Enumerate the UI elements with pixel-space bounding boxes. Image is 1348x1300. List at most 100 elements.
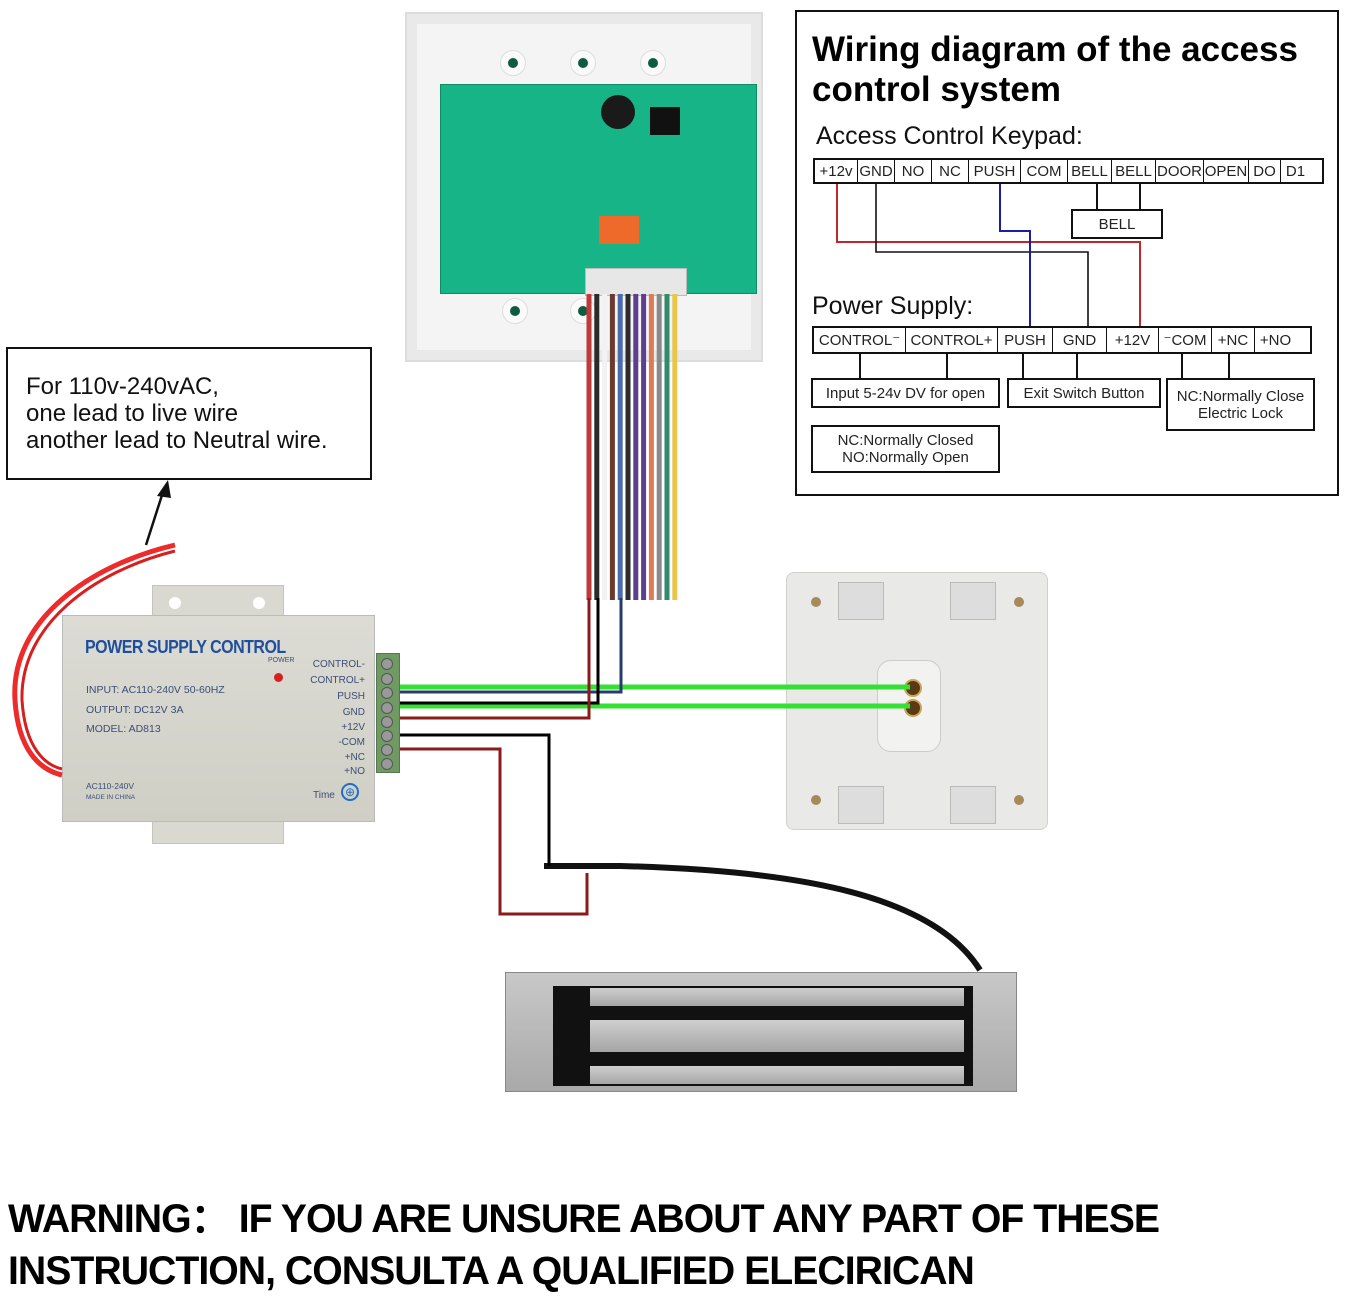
control-input-note: Input 5-24v DV for open (811, 378, 1000, 408)
mount-hole-icon (640, 50, 666, 76)
ic-chip-icon (650, 107, 680, 135)
warning-line-2: INSTRUCTION, CONSULTA A QUALIFIED ELECIR… (8, 1249, 975, 1293)
schematic-wire-push (999, 184, 1031, 326)
psu-made-in: MADE IN CHINA (86, 794, 136, 801)
psu-brand: POWER SUPPLY CONTROL (85, 638, 286, 658)
switch-bracket (950, 582, 996, 620)
keypad-terminal: D1 (1285, 162, 1306, 180)
control-input-text: Input 5-24v DV for open (825, 384, 986, 402)
psu-terminal: CONTROL⁻ (814, 328, 906, 352)
legend-line: NC:Normally Closed (837, 432, 974, 449)
psu-terminal: +NC (1212, 328, 1255, 352)
psu-model: MODEL: AD813 (86, 723, 161, 735)
relay-icon (599, 216, 639, 244)
psu-terminal-row: CONTROL⁻ CONTROL+ PUSH GND +12V ⁻COM +NC… (812, 326, 1312, 354)
screw-hole-icon (811, 795, 821, 805)
keypad-terminal: DO (1249, 160, 1281, 182)
psu-terminal-label: +12V (341, 722, 365, 733)
psu-output-spec: OUTPUT: DC12V 3A (86, 704, 184, 716)
screw-hole-icon (1014, 597, 1024, 607)
psu-terminal-label: GND (342, 707, 365, 718)
mag-lock-plate (590, 1066, 964, 1084)
psu-terminal: CONTROL+ (906, 328, 998, 352)
psu-terminal-label: -COM (338, 737, 365, 748)
lock-note-line: Electric Lock (1197, 404, 1284, 422)
psu-mount-tab-bottom (152, 820, 284, 844)
ac-input-lead (12, 542, 176, 778)
nc-no-legend: NC:Normally Closed NO:Normally Open (811, 425, 1000, 473)
time-label: Time (313, 790, 335, 801)
terminal-screw-icon (381, 687, 393, 699)
psu-terminal-label: CONTROL+ (310, 675, 365, 686)
keypad-section-label: Access Control Keypad: (816, 122, 1083, 150)
psu-terminal-label: PUSH (337, 691, 365, 702)
keypad-terminal: NC (932, 160, 969, 182)
callout-line: another lead to Neutral wire. (26, 427, 328, 454)
psu-terminal-label: +NO (344, 766, 365, 777)
wire-connector (585, 268, 687, 296)
psu-terminal-label: +NC (344, 752, 365, 763)
terminal-screw-icon (381, 730, 393, 742)
bell-label: BELL (1098, 215, 1136, 233)
psu-terminal: +NO (1259, 331, 1292, 349)
psu-terminal: PUSH (998, 328, 1053, 352)
exit-switch-note: Exit Switch Button (1007, 378, 1161, 408)
positive-wire (400, 598, 591, 720)
terminal-screw-icon (381, 744, 393, 756)
keypad-terminal: GND (858, 160, 895, 182)
terminal-screw-icon (381, 702, 393, 714)
terminal-block (376, 653, 400, 773)
power-led-icon (274, 673, 283, 682)
terminal-screw-icon (381, 658, 393, 670)
schematic-title: Wiring diagram of the access control sys… (812, 30, 1298, 109)
psu-section-label: Power Supply: (812, 292, 974, 320)
psu-terminal-label: CONTROL- (312, 659, 365, 670)
terminal-screw-icon (381, 716, 393, 728)
bell-box: BELL (1071, 209, 1163, 239)
lock-note-line: NC:Normally Close (1176, 387, 1305, 405)
mount-hole-icon (500, 50, 526, 76)
switch-bracket (838, 786, 884, 824)
switch-bracket (838, 582, 884, 620)
mount-hole-icon (570, 298, 596, 324)
keypad-terminal: PUSH (969, 160, 1021, 182)
psu-terminal: GND (1053, 328, 1107, 352)
schematic-wire-12v (836, 184, 1141, 326)
push-wire (400, 598, 623, 694)
warning-line-1: WARNING： IF YOU ARE UNSURE ABOUT ANY PAR… (8, 1197, 1160, 1241)
switch-bracket (950, 786, 996, 824)
mount-hole-icon (502, 298, 528, 324)
gnd-wire (400, 598, 600, 705)
keypad-terminal: COM (1021, 160, 1068, 182)
keypad-terminal: OPEN (1204, 160, 1249, 182)
psu-terminal: ⁻COM (1159, 328, 1212, 352)
time-adjust-knob-icon[interactable]: ⊕ (341, 783, 359, 801)
keypad-pcb (440, 84, 757, 294)
arrow-head-icon (157, 480, 171, 498)
ac-input-lead (20, 549, 176, 771)
electric-lock-note: NC:Normally Close Electric Lock (1166, 378, 1315, 431)
lock-negative-wire (400, 733, 551, 866)
keypad-terminal: NO (895, 160, 932, 182)
exit-switch-text: Exit Switch Button (1023, 384, 1145, 402)
mag-lock-cable (544, 863, 983, 972)
psu-terminal: +12V (1107, 328, 1159, 352)
power-supply-unit (62, 615, 375, 822)
terminal-screw-icon (381, 673, 393, 685)
mag-lock-plate (590, 988, 964, 1006)
keypad-terminal: DOOR (1156, 160, 1204, 182)
mount-hole-icon (570, 50, 596, 76)
legend-line: NO:Normally Open (842, 449, 969, 466)
keypad-terminal-row: +12v GND NO NC PUSH COM BELL BELL DOOR O… (813, 158, 1324, 184)
psu-input-spec: INPUT: AC110-240V 50-60HZ (86, 684, 225, 696)
mag-lock-plate (590, 1020, 964, 1052)
schematic-wire-gnd (875, 184, 1089, 326)
callout-line: one lead to live wire (26, 400, 239, 427)
keypad-terminal: BELL (1068, 160, 1112, 182)
power-led-label: POWER (268, 657, 295, 664)
keypad-terminal: BELL (1112, 160, 1156, 182)
screw-hole-icon (1014, 795, 1024, 805)
